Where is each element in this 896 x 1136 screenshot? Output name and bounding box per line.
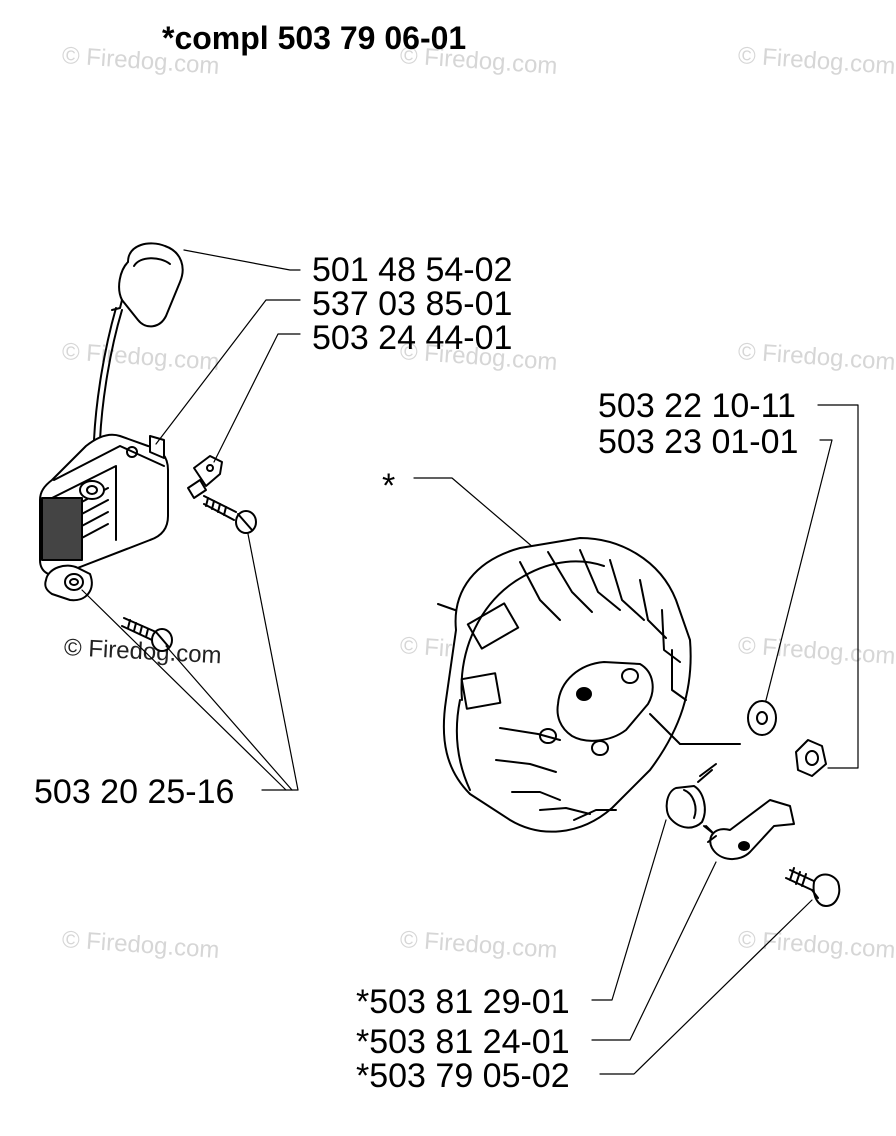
- part-label-module-screws[interactable]: 503 20 25-16: [34, 773, 235, 811]
- ignition-lead-icon: [92, 307, 123, 487]
- part-label-spark-cap[interactable]: 501 48 54-02: [312, 251, 513, 289]
- nut-icon: [795, 739, 827, 777]
- short-circuit-clip-icon: [187, 455, 223, 499]
- leader-lines: [81, 249, 859, 1075]
- screw-icon: [121, 617, 173, 652]
- washer-icon: [747, 700, 777, 736]
- part-label-nut[interactable]: 503 23 01-01: [598, 423, 799, 461]
- part-label-pawl[interactable]: *503 81 24-01: [356, 1023, 570, 1061]
- part-label-short-circuit-clip[interactable]: 503 24 44-01: [312, 319, 513, 357]
- part-label-washer[interactable]: 503 22 10-11: [598, 387, 796, 425]
- pawl-pin-icon: [785, 867, 841, 907]
- spring-icon: [665, 769, 715, 835]
- ignition-module-icon: [39, 433, 169, 602]
- screw-icon: [203, 495, 257, 534]
- part-label-flywheel[interactable]: *: [382, 467, 396, 505]
- flywheel-icon: [437, 537, 741, 833]
- part-label-spring[interactable]: *503 81 29-01: [356, 983, 570, 1021]
- pawl-icon: [705, 799, 795, 860]
- part-label-pawl-pin[interactable]: *503 79 05-02: [356, 1057, 570, 1095]
- spark-plug-cap-icon: [111, 242, 184, 328]
- part-label-ignition-module[interactable]: 537 03 85-01: [312, 285, 513, 323]
- assembly-title: *compl 503 79 06-01: [162, 20, 467, 56]
- pin-guide-line: [699, 763, 717, 777]
